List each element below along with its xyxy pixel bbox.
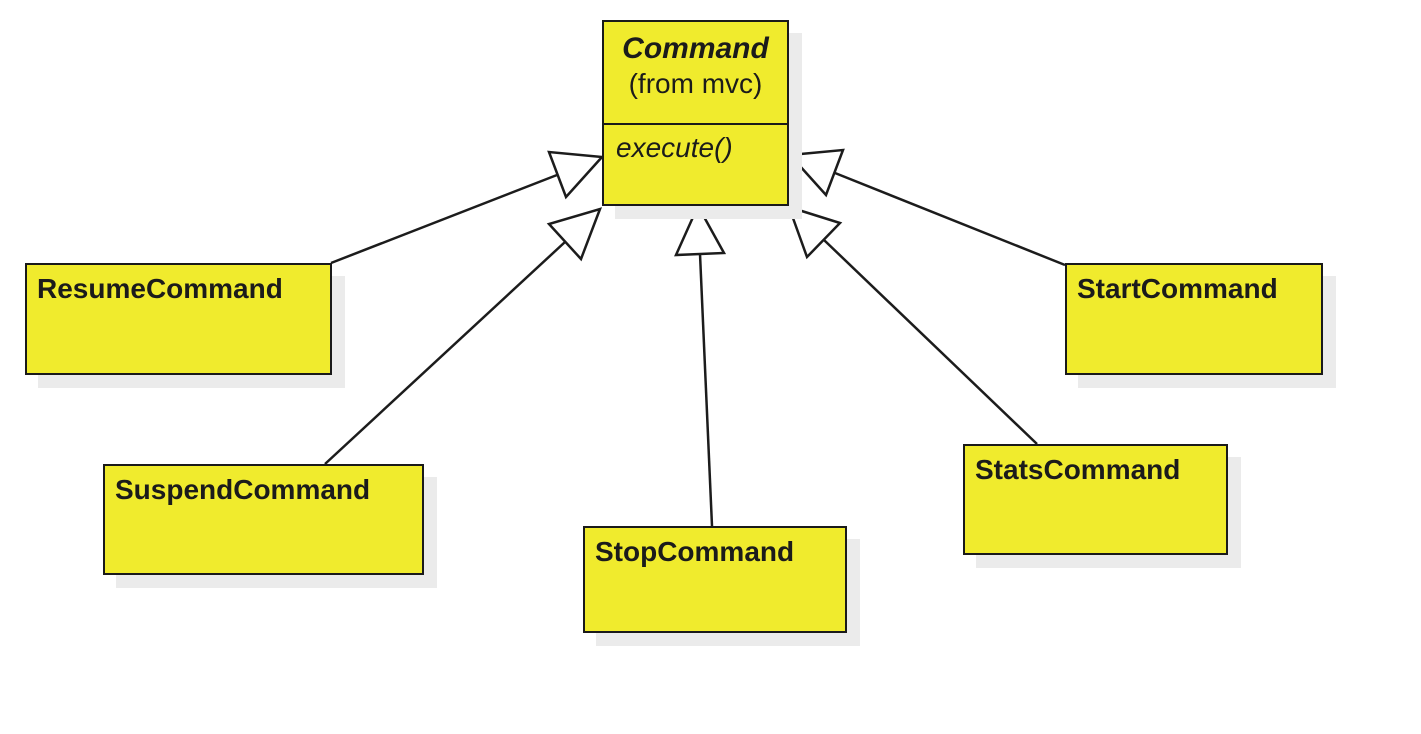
class-node-suspendcommand: SuspendCommand <box>103 464 424 575</box>
hollow-triangle-arrowhead <box>786 205 843 260</box>
hollow-triangle-arrowhead <box>674 203 727 257</box>
class-command-name: Command <box>622 32 769 65</box>
class-node-statscommand: StatsCommand <box>963 444 1228 555</box>
class-node-resumecommand: ResumeCommand <box>25 263 332 375</box>
generalization-suspendcommand-to-command <box>324 207 603 465</box>
generalization-statscommand-to-command <box>786 205 1038 445</box>
hollow-triangle-arrowhead <box>547 150 605 200</box>
generalization-resumecommand-to-command <box>330 150 605 265</box>
class-command-package: (from mvc) <box>628 68 763 99</box>
class-suspendcommand-name: SuspendCommand <box>115 474 371 505</box>
class-command-method-execute: execute() <box>616 132 733 163</box>
generalization-startcommand-to-command <box>787 148 1066 267</box>
class-command-methods-compartment: execute() <box>604 125 787 204</box>
class-node-command: Command (from mvc) execute() <box>602 20 789 206</box>
hollow-triangle-arrowhead <box>546 207 603 262</box>
generalization-stopcommand-to-command <box>674 203 727 527</box>
class-startcommand-name: StartCommand <box>1077 273 1278 304</box>
class-resumecommand-name: ResumeCommand <box>37 273 283 304</box>
class-stopcommand-name: StopCommand <box>595 536 795 567</box>
class-node-stopcommand: StopCommand <box>583 526 847 633</box>
class-command-title-compartment: Command (from mvc) <box>604 22 787 125</box>
class-statscommand-name: StatsCommand <box>975 454 1181 485</box>
class-node-startcommand: StartCommand <box>1065 263 1323 375</box>
hollow-triangle-arrowhead <box>787 148 845 198</box>
